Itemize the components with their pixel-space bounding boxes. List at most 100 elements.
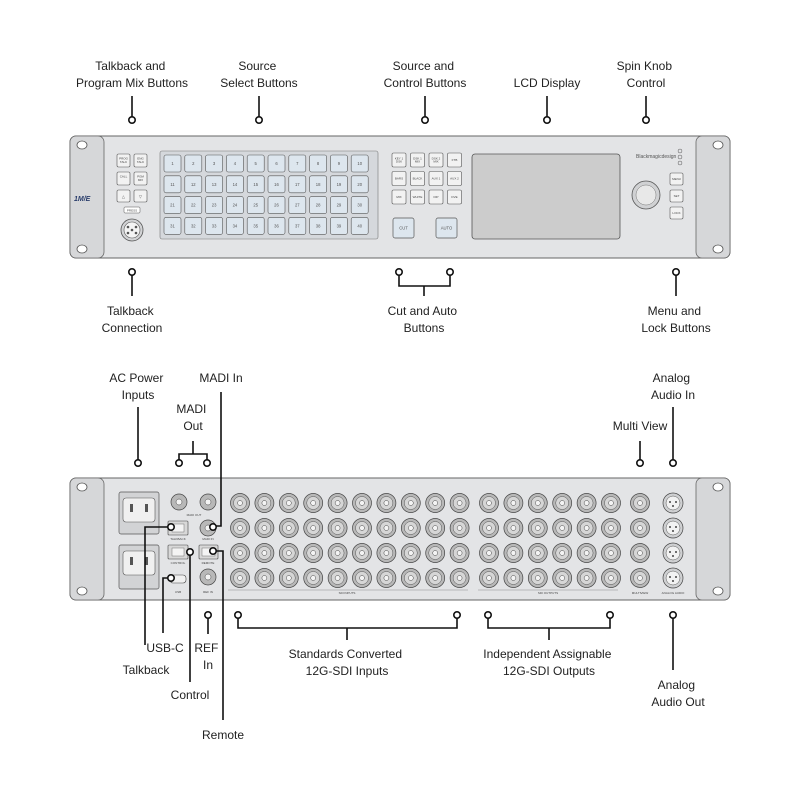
ac-power-inlet-1[interactable]	[118, 491, 160, 535]
source-key-20[interactable]: 20	[350, 175, 369, 194]
sdi-input-bnc[interactable]	[425, 518, 446, 538]
sdi-output-bnc[interactable]	[552, 568, 573, 588]
source-key-38[interactable]: 38	[309, 217, 327, 235]
sdi-output-bnc[interactable]	[479, 518, 499, 538]
ac-power-inlet-2[interactable]	[118, 544, 160, 590]
source-key-5[interactable]: 5	[246, 154, 265, 173]
sdi-input-bnc[interactable]	[303, 518, 324, 538]
talkback-xlr-connector[interactable]: PRESS	[120, 206, 144, 242]
arrow-key-1[interactable]: △	[116, 189, 131, 203]
control-key-6[interactable]: BLACK	[410, 171, 425, 186]
source-key-28[interactable]: 28	[309, 196, 327, 214]
sdi-input-bnc[interactable]	[425, 493, 446, 513]
source-key-36[interactable]: 36	[267, 217, 286, 235]
sdi-input-bnc[interactable]	[278, 568, 299, 588]
source-key-34[interactable]: 34	[226, 217, 244, 235]
sdi-input-bnc[interactable]	[278, 518, 299, 538]
control-key-5[interactable]: BARS	[391, 171, 407, 186]
madi-in-connector[interactable]	[199, 493, 217, 511]
sdi-input-bnc[interactable]	[254, 493, 275, 513]
multiview-bnc[interactable]	[630, 518, 650, 538]
analog-audio-xlr[interactable]	[662, 542, 684, 564]
sdi-input-bnc[interactable]	[352, 518, 372, 538]
sdi-input-bnc[interactable]	[327, 518, 348, 538]
source-key-39[interactable]: 39	[330, 217, 348, 235]
sdi-input-bnc[interactable]	[254, 568, 275, 588]
sdi-input-bnc[interactable]	[327, 493, 348, 513]
sdi-input-bnc[interactable]	[303, 543, 324, 563]
source-key-10[interactable]: 10	[350, 154, 369, 173]
control-key-8[interactable]: AUX 2	[447, 171, 462, 186]
sdi-output-bnc[interactable]	[576, 493, 597, 513]
sdi-input-bnc[interactable]	[254, 543, 275, 563]
sdi-input-bnc[interactable]	[230, 568, 250, 588]
source-key-16[interactable]: 16	[267, 175, 286, 194]
source-key-29[interactable]: 29	[330, 196, 348, 214]
source-key-15[interactable]: 15	[246, 175, 265, 194]
sdi-output-bnc[interactable]	[527, 518, 548, 538]
control-key-7[interactable]: AUX 1	[428, 171, 444, 186]
sdi-input-bnc[interactable]	[400, 568, 421, 588]
source-key-11[interactable]: 11	[163, 175, 182, 194]
multiview-bnc[interactable]	[630, 493, 650, 513]
sdi-input-bnc[interactable]	[400, 493, 421, 513]
sdi-input-bnc[interactable]	[254, 518, 275, 538]
source-key-25[interactable]: 25	[246, 196, 265, 214]
sdi-output-bnc[interactable]	[552, 543, 573, 563]
sdi-output-bnc[interactable]	[601, 518, 621, 538]
sdi-output-bnc[interactable]	[601, 493, 621, 513]
sdi-input-bnc[interactable]	[278, 543, 299, 563]
control-key-4[interactable]: FTB	[447, 152, 462, 168]
sdi-input-bnc[interactable]	[400, 518, 421, 538]
sdi-input-bnc[interactable]	[376, 493, 397, 513]
spin-knob[interactable]	[631, 180, 661, 210]
menu-key-set[interactable]: SET	[669, 189, 684, 203]
sdi-output-bnc[interactable]	[479, 493, 499, 513]
talkback-key-3[interactable]: CALL	[116, 171, 131, 186]
sdi-input-bnc[interactable]	[449, 543, 470, 563]
sdi-output-bnc[interactable]	[503, 518, 524, 538]
source-key-4[interactable]: 4	[226, 154, 244, 173]
source-key-26[interactable]: 26	[267, 196, 286, 214]
sdi-input-bnc[interactable]	[327, 568, 348, 588]
sdi-input-bnc[interactable]	[449, 568, 470, 588]
sdi-input-bnc[interactable]	[376, 518, 397, 538]
control-port[interactable]	[167, 544, 189, 560]
source-key-33[interactable]: 33	[205, 217, 223, 235]
source-key-37[interactable]: 37	[288, 217, 307, 235]
source-key-19[interactable]: 19	[330, 175, 348, 194]
sdi-output-bnc[interactable]	[503, 493, 524, 513]
source-key-31[interactable]: 31	[163, 217, 182, 235]
source-key-17[interactable]: 17	[288, 175, 307, 194]
sdi-output-bnc[interactable]	[479, 568, 499, 588]
source-key-2[interactable]: 2	[184, 154, 203, 173]
sdi-output-bnc[interactable]	[527, 568, 548, 588]
sdi-output-bnc[interactable]	[601, 543, 621, 563]
source-key-13[interactable]: 13	[205, 175, 223, 194]
source-key-9[interactable]: 9	[330, 154, 348, 173]
sdi-input-bnc[interactable]	[352, 543, 372, 563]
source-key-18[interactable]: 18	[309, 175, 327, 194]
source-key-27[interactable]: 27	[288, 196, 307, 214]
source-key-3[interactable]: 3	[205, 154, 223, 173]
analog-audio-xlr[interactable]	[662, 567, 684, 589]
multiview-bnc[interactable]	[630, 543, 650, 563]
sdi-output-bnc[interactable]	[552, 493, 573, 513]
arrow-key-2[interactable]: ▽	[133, 189, 148, 203]
menu-key-menu[interactable]: MENU	[669, 172, 684, 186]
control-key-10[interactable]: WHITE	[410, 189, 425, 205]
source-key-8[interactable]: 8	[309, 154, 327, 173]
sdi-input-bnc[interactable]	[303, 568, 324, 588]
source-key-21[interactable]: 21	[163, 196, 182, 214]
sdi-input-bnc[interactable]	[327, 543, 348, 563]
sdi-input-bnc[interactable]	[425, 568, 446, 588]
sdi-input-bnc[interactable]	[230, 518, 250, 538]
sdi-output-bnc[interactable]	[576, 543, 597, 563]
source-key-32[interactable]: 32	[184, 217, 203, 235]
source-key-12[interactable]: 12	[184, 175, 203, 194]
source-key-24[interactable]: 24	[226, 196, 244, 214]
